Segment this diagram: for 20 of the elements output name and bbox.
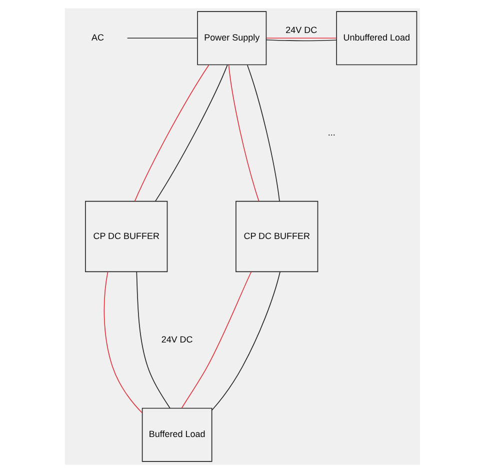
connector bbox=[181, 271, 252, 408]
connector bbox=[136, 271, 170, 409]
edge-label: 24V DC bbox=[286, 25, 318, 36]
node-box: Power Supply bbox=[197, 11, 267, 66]
connector bbox=[126, 38, 198, 39]
connector bbox=[266, 38, 337, 39]
label: ... bbox=[328, 127, 336, 138]
connector bbox=[104, 271, 142, 414]
label: 24V DC bbox=[161, 334, 193, 344]
connector bbox=[246, 64, 280, 202]
connector bbox=[155, 64, 228, 202]
node-box: CP DC BUFFER bbox=[85, 200, 168, 272]
connector bbox=[134, 64, 210, 202]
node-box: Unbuffered Load bbox=[336, 11, 418, 66]
node-box: Buffered Load bbox=[142, 408, 212, 462]
node-box: CP DC BUFFER bbox=[236, 200, 318, 272]
node-text: AC bbox=[91, 32, 104, 42]
connector bbox=[212, 271, 280, 411]
connector bbox=[266, 39, 337, 42]
connector bbox=[228, 64, 260, 202]
